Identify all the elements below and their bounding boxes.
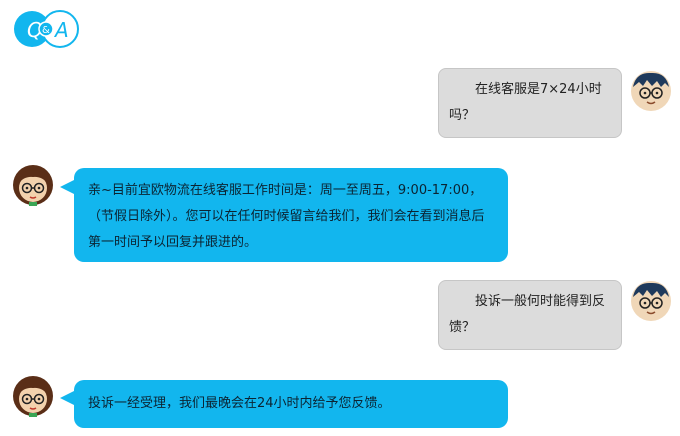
agent-bubble-tail <box>60 391 74 405</box>
message-text: 亲~目前宜欧物流在线客服工作时间是：周一至周五，9:00-17:00，（节假日除… <box>88 183 485 250</box>
boy-avatar-icon <box>631 281 671 321</box>
message-text: 投诉一般何时能得到反馈？ <box>449 294 606 335</box>
logo-letter-q: Q <box>27 18 43 42</box>
girl-avatar-icon <box>13 376 53 417</box>
agent-message-bubble: 投诉一经受理，我们最晚会在24小时内给予您反馈。 <box>74 380 508 428</box>
message-text: 在线客服是7×24小时吗？ <box>449 82 602 123</box>
girl-avatar-icon <box>13 165 53 206</box>
boy-avatar-icon <box>631 71 671 111</box>
logo-ampersand: & <box>42 25 50 36</box>
qa-logo-icon: Q & A <box>14 10 79 48</box>
user-message-bubble: 投诉一般何时能得到反馈？ <box>438 280 622 350</box>
message-text: 投诉一经受理，我们最晚会在24小时内给予您反馈。 <box>88 396 391 411</box>
agent-bubble-tail <box>60 180 74 194</box>
agent-message-bubble: 亲~目前宜欧物流在线客服工作时间是：周一至周五，9:00-17:00，（节假日除… <box>74 168 508 262</box>
user-message-bubble: 在线客服是7×24小时吗？ <box>438 68 622 138</box>
logo-letter-a: A <box>53 18 69 42</box>
